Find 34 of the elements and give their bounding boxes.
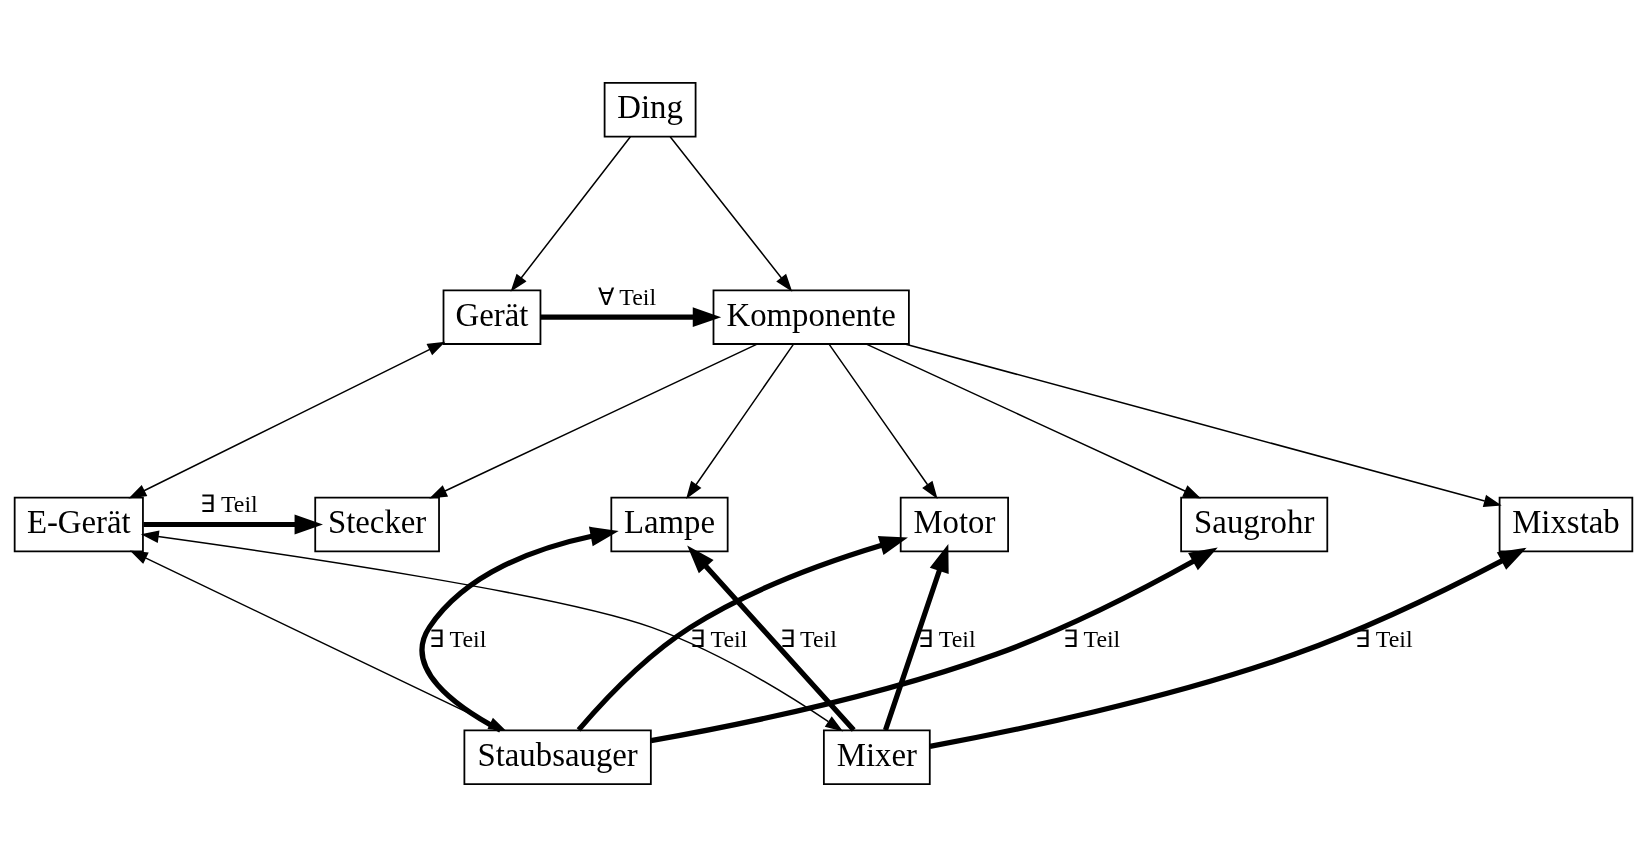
node-box: Mixstab xyxy=(1498,496,1634,552)
node-box: Stecker xyxy=(314,496,440,552)
arrow xyxy=(128,341,446,498)
node-box: E-Gerät xyxy=(13,496,144,552)
node-box: Motor xyxy=(899,496,1009,552)
arrow xyxy=(904,342,1502,507)
node-box: Saugrohr xyxy=(1180,496,1329,552)
arrow xyxy=(576,535,908,732)
node-box: Komponente xyxy=(712,288,910,345)
edge-label: ∃ Teil xyxy=(200,490,258,517)
arrow xyxy=(883,543,949,731)
arrow xyxy=(669,135,793,292)
arrow xyxy=(828,342,938,499)
node-box: Mixer xyxy=(822,728,931,785)
arrow xyxy=(510,135,632,292)
arrow xyxy=(650,547,1218,743)
edge-label: ∃ Teil xyxy=(918,625,976,652)
arrow xyxy=(865,342,1202,498)
node-box: Lampe xyxy=(610,496,729,552)
node-box: Gerät xyxy=(442,288,542,345)
edge-label: ∃ Teil xyxy=(1062,625,1121,652)
arrow xyxy=(143,514,323,534)
node-box: Ding xyxy=(603,81,697,138)
edge-label: ∀ Teil xyxy=(597,283,657,310)
arrow xyxy=(687,545,856,732)
arrow xyxy=(540,306,722,327)
node-box: Staubsauger xyxy=(463,728,652,785)
edge-label: ∃ Teil xyxy=(429,625,487,652)
edge-label: ∃ Teil xyxy=(779,625,837,652)
arrow xyxy=(929,547,1527,749)
arrow xyxy=(429,342,758,498)
edge-label: ∃ Teil xyxy=(1355,625,1413,652)
arrow xyxy=(686,342,795,499)
edge-label: ∃ Teil xyxy=(690,625,748,652)
